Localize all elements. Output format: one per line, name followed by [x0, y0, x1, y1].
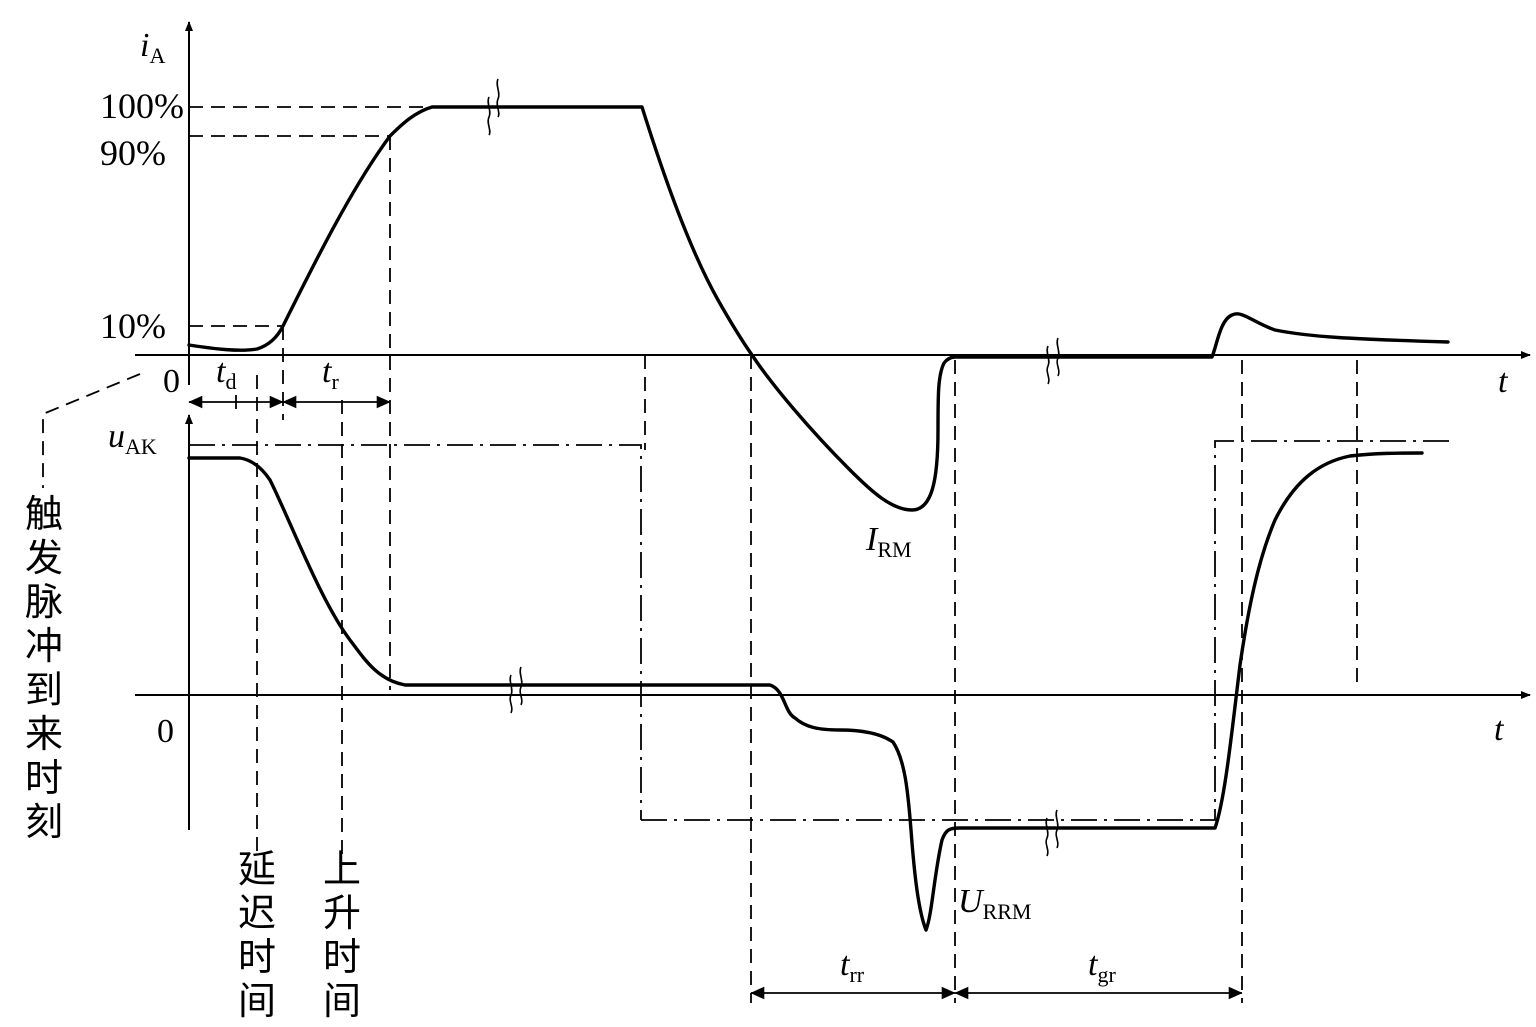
axis-labels: iA uAK 0 0 t t 100% 90% 10%: [100, 27, 1509, 750]
trr-label: trr: [840, 946, 865, 987]
current-time-axis-label: t: [1498, 363, 1509, 400]
svg-text:刻: 刻: [25, 800, 63, 844]
svg-text:迟: 迟: [238, 891, 276, 935]
irm-label: IRM: [865, 521, 912, 562]
voltage-time-axis-label: t: [1494, 711, 1505, 748]
tr-label: tr: [322, 353, 339, 394]
level-label-90: 90%: [100, 133, 166, 173]
voltage-origin-label: 0: [157, 713, 174, 750]
anode-cathode-voltage-waveform: [187, 451, 1424, 932]
tgr-label: tgr: [1088, 946, 1116, 987]
svg-text:冲: 冲: [25, 624, 63, 668]
td-label: td: [216, 353, 236, 394]
axes: [135, 21, 1531, 830]
svg-text:时: 时: [323, 935, 361, 979]
supply-voltage-trace: [189, 440, 1455, 821]
supply-voltage-forward: [189, 444, 642, 820]
voltage-low-break-icon: [509, 666, 523, 714]
svg-text:间: 间: [238, 979, 276, 1023]
svg-text:延: 延: [238, 847, 276, 891]
voltage-axis-label: uAK: [108, 418, 157, 459]
urrm-label: URRM: [958, 883, 1031, 924]
svg-text:时: 时: [238, 935, 276, 979]
svg-text:上: 上: [323, 847, 361, 891]
level-label-10: 10%: [100, 306, 166, 346]
svg-text:发: 发: [25, 536, 63, 580]
current-origin-label: 0: [163, 363, 180, 400]
axis-break-marks: [487, 78, 1060, 857]
delay-time-label: 延 迟 时 间: [238, 847, 276, 1023]
current-axis-label: iA: [140, 27, 165, 68]
supply-voltage-reverse: [641, 440, 1455, 821]
anode-current-waveform: [187, 105, 1450, 512]
svg-text:脉: 脉: [25, 580, 63, 624]
voltage-reverse-break-icon: [1045, 809, 1059, 857]
current-axis-break-icon: [1046, 337, 1060, 385]
svg-text:升: 升: [323, 891, 361, 935]
svg-text:来: 来: [25, 712, 63, 756]
interval-labels: td tr trr tgr: [216, 353, 1116, 987]
interval-dimensions: [188, 395, 1243, 1000]
rise-time-label: 上 升 时 间: [323, 847, 361, 1023]
svg-text:时: 时: [25, 756, 63, 800]
level-label-100: 100%: [100, 86, 184, 126]
trigger-moment-label: 触 发 脉 冲 到 来 时 刻: [25, 492, 63, 844]
reference-lines: [42, 106, 1358, 1003]
svg-text:到: 到: [25, 668, 63, 712]
peak-labels: IRM URRM: [865, 521, 1031, 924]
current-top-break-icon: [487, 78, 500, 136]
svg-text:间: 间: [323, 979, 361, 1023]
trigger-pulse-leader: [42, 373, 141, 488]
svg-text:触: 触: [25, 492, 63, 536]
